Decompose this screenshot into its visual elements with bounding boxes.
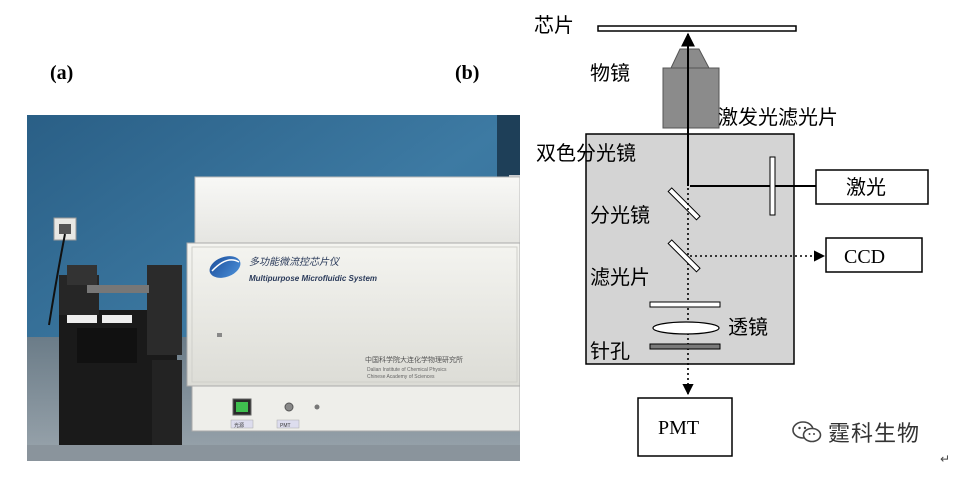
panel-b-label: (b): [455, 62, 480, 84]
watermark: 霆科生物: [792, 417, 920, 447]
objective-label: 物镜: [590, 61, 630, 85]
instrument-photo: 多功能微流控芯片仪 Multipurpose Microfluidic Syst…: [27, 115, 520, 461]
excitation-filter-label: 激发光滤光片: [718, 105, 838, 129]
optical-diagram: 芯片 物镜 激发光滤光片 双色分光镜 分光镜 滤光片 透镜: [520, 0, 960, 474]
panel-a-label: (a): [50, 62, 74, 84]
laser-box: [815, 169, 929, 205]
chip-bar: [597, 25, 797, 32]
filter-label: 滤光片: [590, 265, 650, 289]
pmt-knob: [284, 402, 294, 412]
splitter-label: 分光镜: [590, 203, 650, 227]
device-logo: [209, 256, 241, 278]
excitation-filter: [769, 156, 776, 216]
lens-label: 透镜: [728, 315, 768, 339]
pinhole: [649, 343, 721, 350]
syringe-pump: [59, 265, 182, 461]
laser-label: 激光: [846, 175, 886, 199]
wechat-icon: [792, 421, 822, 443]
chip-label: 芯片: [534, 13, 574, 37]
btn-left-label: 光源: [234, 422, 244, 429]
dichroic-mirror: [667, 187, 701, 221]
device-title-en: Multipurpose Microfluidic System: [249, 274, 377, 283]
lens: [652, 321, 720, 335]
ccd-box: [825, 237, 923, 273]
objective-lens: [662, 48, 720, 129]
ccd-label: CCD: [844, 246, 885, 268]
device-title-cn: 多功能微流控芯片仪: [249, 256, 341, 268]
pinhole-label: 针孔: [590, 339, 630, 363]
device-org-en-1: Dalian Institute of Chemical Physics: [367, 367, 447, 373]
device-body: [186, 242, 520, 387]
return-mark: ↵: [940, 452, 951, 466]
device-org-cn: 中国科学院大连化学物理研究所: [365, 355, 463, 364]
filter: [649, 301, 721, 308]
pmt-label: PMT: [658, 417, 699, 439]
dichroic-label: 双色分光镜: [536, 141, 636, 165]
device-top-cover: [194, 176, 520, 248]
splitter-mirror: [667, 239, 701, 273]
watermark-text: 霆科生物: [828, 422, 921, 447]
btn-right-label: PMT: [280, 423, 291, 429]
device-org-en-2: Chinese Academy of Sciences: [367, 374, 435, 380]
pmt-box: [637, 397, 733, 457]
